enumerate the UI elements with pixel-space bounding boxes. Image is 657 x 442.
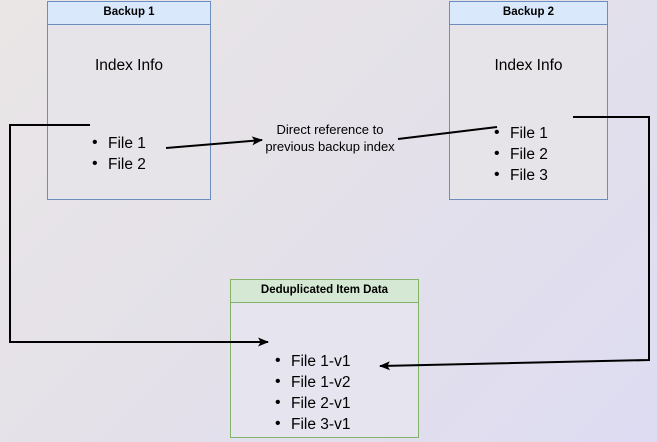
list-item: File 2-v1 — [275, 392, 350, 414]
direct-reference-line-1: Direct reference to — [276, 122, 384, 137]
list-item: File 1 — [494, 122, 548, 144]
backup-1-box[interactable]: Backup 1 Index Info File 1 File 2 — [47, 1, 211, 200]
backup-1-body: Index Info File 1 File 2 — [48, 25, 210, 199]
backup-1-header: Backup 1 — [48, 2, 210, 25]
list-item: File 3 — [494, 164, 548, 186]
backup-2-header: Backup 2 — [450, 2, 607, 25]
list-item: File 1 — [92, 132, 146, 154]
backup-1-index-info-label: Index Info — [94, 57, 164, 74]
deduplicated-item-data-body: File 1-v1 File 1-v2 File 2-v1 File 3-v1 — [231, 303, 418, 437]
list-item: File 2 — [494, 143, 548, 165]
list-item: File 1-v1 — [275, 350, 350, 372]
backup-2-index-info-label: Index Info — [494, 57, 563, 74]
direct-reference-line-2: previous backup index — [265, 139, 395, 154]
deduplicated-item-data-box[interactable]: Deduplicated Item Data File 1-v1 File 1-… — [230, 279, 419, 438]
direct-reference-label: Direct reference to previous backup inde… — [250, 121, 410, 155]
backup-2-body: Index Info File 1 File 2 File 3 — [450, 25, 607, 199]
list-item: File 1-v2 — [275, 371, 350, 393]
deduplicated-item-data-header: Deduplicated Item Data — [231, 280, 418, 303]
list-item: File 3-v1 — [275, 413, 350, 435]
backup-2-file-list: File 1 File 2 File 3 — [494, 122, 548, 186]
backup-2-box[interactable]: Backup 2 Index Info File 1 File 2 File 3 — [449, 1, 608, 200]
dedup-file-list: File 1-v1 File 1-v2 File 2-v1 File 3-v1 — [275, 350, 350, 435]
list-item: File 2 — [92, 153, 146, 175]
backup-1-file-list: File 1 File 2 — [92, 132, 146, 175]
